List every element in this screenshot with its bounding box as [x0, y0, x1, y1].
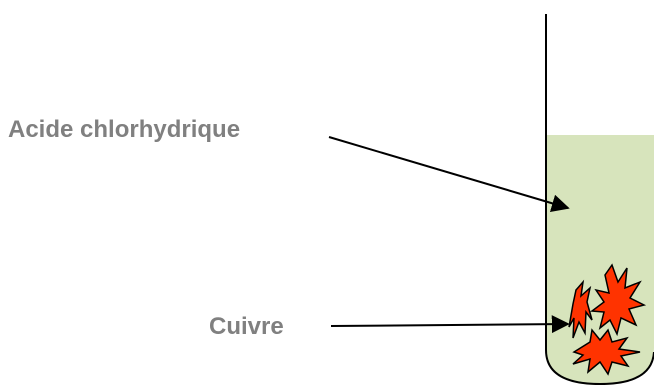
acid-label: Acide chlorhydrique	[8, 116, 241, 143]
copper-fragment-left	[568, 279, 593, 339]
acid-liquid	[546, 135, 654, 385]
copper-fragment-bottom	[572, 328, 641, 376]
copper-label: Cuivre	[209, 313, 284, 340]
test-tube-wall	[545, 14, 654, 385]
copper-icon	[568, 263, 647, 376]
copper-fragment-right	[589, 263, 647, 337]
copper-arrow	[330, 315, 570, 334]
acid-arrow	[328, 136, 570, 213]
